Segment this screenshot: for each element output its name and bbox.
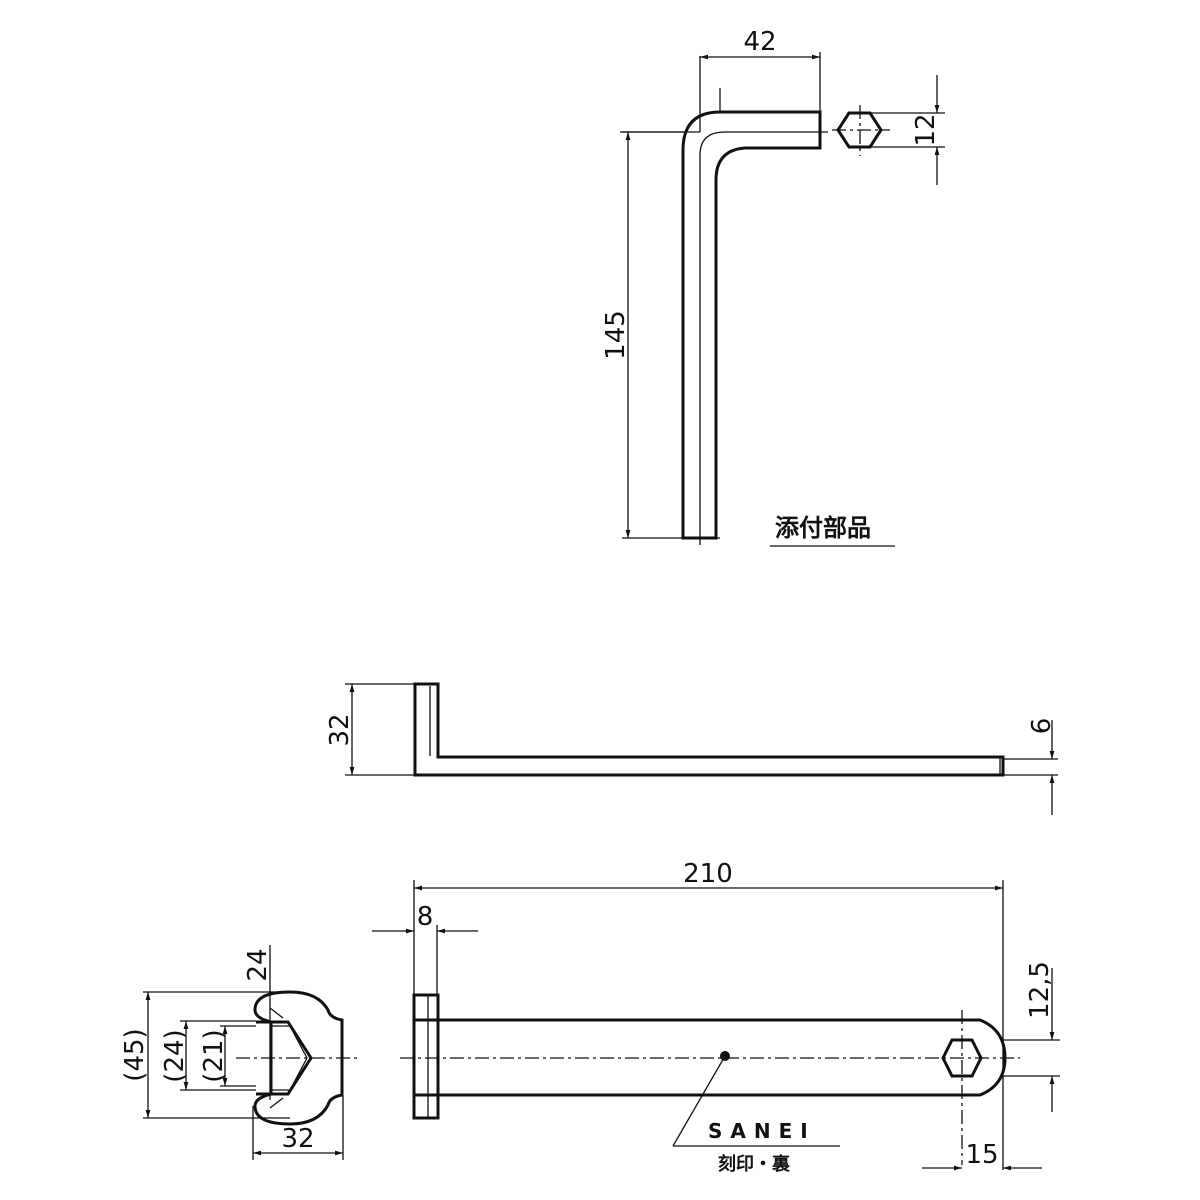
dim-32-end: 32 — [281, 1124, 314, 1154]
marking-brand: SANEI — [708, 1119, 816, 1143]
dim-210: 210 — [683, 859, 733, 889]
dim-145: 145 — [601, 310, 631, 360]
dim-45: (45) — [120, 1028, 150, 1081]
side-view: 32 6 — [325, 682, 1058, 815]
dim-24-top: 24 — [243, 948, 273, 981]
hex-key-view: 42 145 12 添付部品 — [601, 27, 945, 547]
accessory-label: 添付部品 — [775, 514, 871, 542]
dim-21-paren: (21) — [199, 1029, 229, 1082]
dim-15: 15 — [965, 1140, 998, 1170]
dim-32-side: 32 — [325, 713, 355, 746]
dim-6: 6 — [1027, 718, 1057, 735]
marking-note: 刻印・裏 — [718, 1153, 791, 1175]
top-view: SANEI 刻印・裏 210 8 12,5 15 — [372, 859, 1060, 1175]
dim-8: 8 — [417, 902, 434, 932]
dim-24-paren: (24) — [160, 1029, 190, 1082]
dim-42: 42 — [743, 27, 776, 57]
dim-12: 12 — [911, 113, 941, 146]
end-view: 24 (45) (24) (21) 32 — [120, 945, 360, 1160]
dim-12-5: 12,5 — [1025, 961, 1055, 1019]
